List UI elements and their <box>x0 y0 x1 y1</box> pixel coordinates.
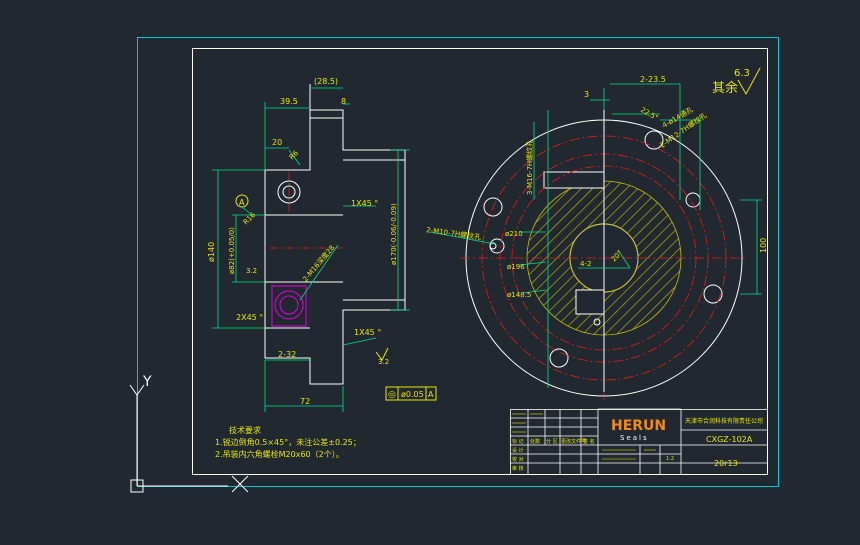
dim-dia-82: ø82(+0.05/0) <box>228 227 236 274</box>
angle-22-5: 22.5° <box>639 106 660 122</box>
hole-2-m10: 2-M10-7H螺纹孔 <box>426 225 482 242</box>
notes-line-1: 1.锐边倒角0.5×45°，未注公差±0.25； <box>215 437 361 447</box>
roughness-label: 其余 <box>712 80 738 96</box>
dim-2-23-5: 2-23.5 <box>640 75 666 84</box>
tolerance-symbol: ◎ <box>388 390 396 400</box>
notes-line-2: 2.吊装内六角螺栓M20x60（2个）。 <box>215 449 344 459</box>
dim-dia-140: ø140 <box>207 242 216 262</box>
surface-finish-value: 3.2 <box>378 358 389 366</box>
ucs-icon <box>129 384 249 493</box>
viewport-border <box>137 37 779 487</box>
front-dimensions <box>429 83 762 388</box>
tolerance-frame <box>385 386 437 401</box>
roughness-symbol <box>737 67 761 96</box>
dim-39-5: 39.5 <box>280 97 298 106</box>
dim-72: 72 <box>300 397 310 406</box>
title-block-yellow-lines <box>512 413 656 460</box>
dim-3-2: 3.2 <box>246 267 257 275</box>
herun-logo: HERUN Seals <box>611 418 666 442</box>
logo-sub: Seals <box>620 434 649 442</box>
chamfer-bottom: 1X45 ° <box>354 328 381 337</box>
title-head-0: 处数 <box>530 438 540 445</box>
title-row-0: 标 记 <box>512 438 524 445</box>
hub-hatch <box>526 180 682 336</box>
section-dimensions <box>212 87 410 412</box>
chamfer-left: 2X45 ° <box>236 313 263 322</box>
tolerance-datum: A <box>428 390 434 399</box>
drawing-number: CXGZ-102A <box>706 435 753 444</box>
title-row-3: 审 核 <box>512 465 524 472</box>
title-head-1: 分 区 <box>546 438 558 445</box>
scale-value: 1:2 <box>666 456 674 462</box>
dim-3: 3 <box>584 90 589 99</box>
material-value: 20r13 <box>714 459 738 468</box>
datum-leader <box>241 206 253 216</box>
title-head-2: 更改文件号 <box>561 438 586 445</box>
title-row-1: 设 计 <box>512 447 524 454</box>
dim-8: 8 <box>341 97 346 106</box>
hole-3-m16: 3-M16-7H螺纹孔 <box>525 140 534 195</box>
section-centerlines <box>270 172 345 249</box>
sheet-border <box>192 48 768 475</box>
dim-dia-210: ø210 <box>505 230 523 238</box>
hub-bore-steps <box>543 171 605 315</box>
tolerance-value: ø0.05 <box>401 390 424 399</box>
angle-20: 20° <box>610 249 624 263</box>
hole-2-m16: 2-M16深度28 <box>301 243 337 283</box>
chamfer-top: 1X45 ° <box>351 199 378 208</box>
roughness-value: 6.3 <box>734 68 750 79</box>
dim-28-5: (28.5) <box>314 77 338 86</box>
surface-finish-symbol <box>375 347 389 361</box>
title-block-grid <box>510 408 768 475</box>
datum-label: A <box>239 198 245 207</box>
ucs-y-label: Y <box>142 374 152 390</box>
dim-dia-196: ø196 <box>507 263 525 271</box>
logo-main: HERUN <box>611 418 666 434</box>
label-4-2: 4-2 <box>580 260 591 268</box>
title-head-3: 签 名 <box>583 438 595 445</box>
title-row-2: 校 对 <box>512 456 524 463</box>
company-name: 天津市合润科技有限责任公司 <box>685 417 763 425</box>
dim-2-32: 2-32 <box>278 350 296 359</box>
section-view-outline <box>264 84 406 385</box>
dim-100: 100 <box>759 238 768 253</box>
dim-20: 20 <box>272 138 282 147</box>
notes-title: 技术要求 <box>229 425 261 435</box>
dim-dia-170: ø170(-0.06/-0.09) <box>390 203 398 265</box>
dim-dia-148-5: ø148.5 <box>507 291 531 299</box>
bolt-highlight <box>271 285 307 327</box>
